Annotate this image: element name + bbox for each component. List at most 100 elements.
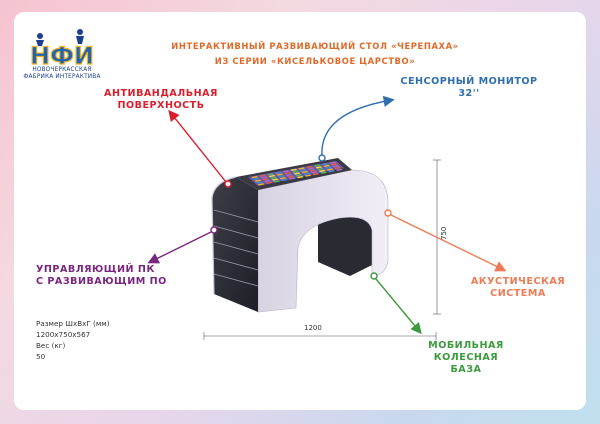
- screen-tile: [310, 171, 318, 174]
- acoustic-callout: АКУСТИЧЕСКАЯ СИСТЕМА: [468, 276, 568, 300]
- size-value: 1200х750х567: [36, 330, 91, 339]
- screen-tile: [290, 168, 298, 172]
- screen-tile: [264, 179, 271, 183]
- screen-tile: [262, 178, 270, 181]
- screen-tile: [267, 173, 274, 176]
- screen-tile: [271, 178, 279, 181]
- screen-tile: [265, 181, 273, 185]
- screen-tile: [299, 169, 307, 172]
- screen-tile: [326, 168, 334, 171]
- screen-tile: [334, 166, 341, 170]
- pc-callout: УПРАВЛЯЮЩИЙ ПК С РАЗВИВАЮЩИМ ПО: [36, 264, 176, 288]
- screen-tile: [253, 177, 260, 181]
- surface-callout: АНТИВАНДАЛЬНАЯ ПОВЕРХНОСТЬ: [96, 88, 226, 112]
- surface-callout-line2: ПОВЕРХНОСТЬ: [117, 100, 205, 111]
- page-title: ИНТЕРАКТИВНЫЙ РАЗВИВАЮЩИЙ СТОЛ «ЧЕРЕПАХА…: [150, 39, 480, 69]
- screen-tile: [317, 167, 324, 171]
- size-label: Размер ШхВхГ (мм): [36, 319, 110, 328]
- screen-tile: [315, 166, 323, 169]
- acoustic-callout-line2: СИСТЕМА: [490, 288, 546, 299]
- screen-tile: [293, 172, 301, 175]
- monitor-callout-line2: 32'': [458, 88, 480, 99]
- screen-tile: [259, 174, 266, 177]
- screen-tile: [306, 165, 313, 169]
- pc-callout-line2: С РАЗВИВАЮЩИМ ПО: [36, 276, 167, 287]
- weight-value: 50: [36, 352, 46, 361]
- screen-tile: [324, 166, 332, 169]
- touch-screen: [248, 161, 344, 186]
- base-callout-line1: МОБИЛЬНАЯ КОЛЕСНАЯ: [428, 340, 504, 363]
- monitor-callout: СЕНСОРНЫЙ МОНИТОР 32'': [394, 76, 544, 100]
- screen-tile: [282, 170, 290, 173]
- screen-tile: [328, 170, 335, 173]
- surface-arrow-dot: [224, 180, 232, 188]
- table: [211, 158, 389, 313]
- pc-arrow-dot: [210, 226, 218, 234]
- screen-tile: [278, 175, 285, 178]
- screen-tile: [270, 176, 277, 180]
- screen-tile: [298, 167, 305, 170]
- surface-arrow: [168, 109, 227, 183]
- screen-tile: [260, 176, 268, 179]
- logo-caption: НОВОЧЕРКАССКАЯ ФАБРИКА ИНТЕРАКТИВА: [20, 66, 104, 80]
- screen-tile: [323, 164, 330, 168]
- screen-tile: [289, 177, 296, 180]
- weight-label: Вес (кг): [36, 341, 66, 350]
- height-dimension: 750: [440, 226, 448, 240]
- screen-tile: [296, 175, 304, 179]
- screen-tile: [318, 169, 326, 173]
- screen-tile: [309, 169, 316, 172]
- logo-caption-line1: НОВОЧЕРКАССКАЯ: [32, 65, 92, 73]
- monitor-arrow: [321, 95, 395, 156]
- screen-tile: [295, 174, 302, 177]
- pc-arrow: [147, 231, 212, 264]
- screen-tile: [285, 173, 293, 177]
- logo-letters: НФИ: [30, 42, 94, 70]
- screen-tile: [268, 174, 276, 178]
- screen-tile: [251, 176, 259, 179]
- screen-tile: [307, 167, 315, 170]
- pc-callout-line1: УПРАВЛЯЮЩИЙ ПК: [36, 264, 155, 275]
- screen-tile: [331, 163, 338, 166]
- screen-tile: [304, 174, 312, 177]
- title-line1: ИНТЕРАКТИВНЫЙ РАЗВИВАЮЩИЙ СТОЛ «ЧЕРЕПАХА…: [171, 41, 459, 51]
- screen-tile: [303, 172, 310, 175]
- callout-arrows: [147, 95, 507, 335]
- screen-tile: [276, 173, 284, 176]
- screen-tile: [312, 173, 320, 176]
- screen-tile: [332, 165, 340, 168]
- title-line2: ИЗ СЕРИИ «КИСЕЛЬКОВОЕ ЦАРСТВО»: [214, 56, 416, 66]
- drawer-lines: [213, 209, 259, 287]
- screen-tile: [273, 180, 281, 183]
- screen-tile: [335, 168, 343, 171]
- base-callout-line2: БАЗА: [450, 364, 482, 375]
- screen-tile: [256, 181, 263, 184]
- screen-tile: [301, 170, 309, 174]
- screen-tile: [321, 162, 329, 166]
- screen-tile: [274, 171, 282, 174]
- screen-tile: [257, 183, 265, 186]
- screen-tile: [313, 164, 321, 167]
- screen-tile: [320, 171, 327, 174]
- screen-tile: [284, 172, 291, 175]
- screen-tile: [292, 170, 299, 173]
- base-callout: МОБИЛЬНАЯ КОЛЕСНАЯ БАЗА: [396, 340, 536, 376]
- acoustic-arrow: [390, 214, 507, 272]
- acoustic-arrow-dot: [384, 209, 392, 217]
- surface-callout-line1: АНТИВАНДАЛЬНАЯ: [104, 88, 218, 99]
- screen-tile: [279, 177, 287, 180]
- logo-caption-line2: ФАБРИКА ИНТЕРАКТИВА: [23, 72, 101, 80]
- company-logo: НФИ: [22, 29, 102, 71]
- screen-tile: [287, 175, 295, 178]
- screen-tile: [254, 179, 262, 182]
- base-arrow: [375, 278, 422, 335]
- screen-tile: [281, 178, 288, 182]
- width-dimension: 1200: [304, 324, 322, 332]
- specifications: Размер ШхВхГ (мм) 1200х750х567 Вес (кг) …: [36, 318, 110, 362]
- acoustic-callout-line1: АКУСТИЧЕСКАЯ: [470, 276, 566, 287]
- monitor-arrow-dot: [318, 154, 326, 162]
- base-arrow-dot: [370, 272, 378, 280]
- monitor-callout-line1: СЕНСОРНЫЙ МОНИТОР: [400, 76, 538, 87]
- screen-tile: [329, 161, 337, 164]
